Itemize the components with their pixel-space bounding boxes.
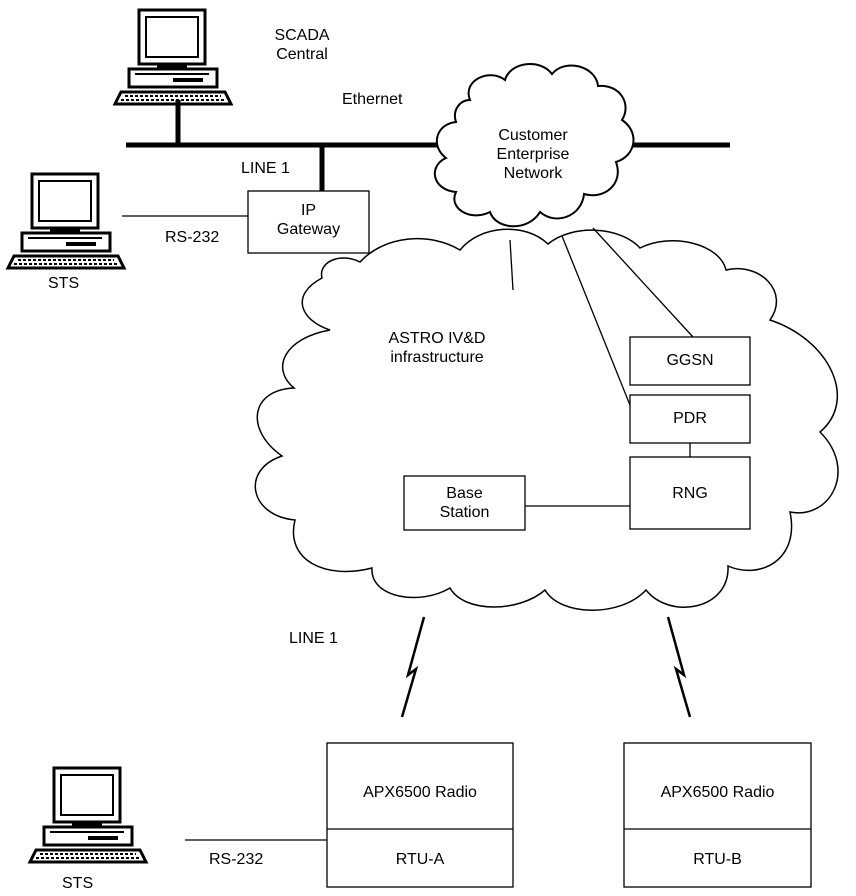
sts-bottom-computer-icon [28, 766, 148, 864]
sts-top-computer-icon [6, 172, 126, 270]
ip-gateway-label: IP Gateway [276, 202, 341, 238]
base-station-box [403, 475, 526, 531]
radio-a-box [326, 742, 514, 888]
ggsn-box [629, 336, 751, 386]
line1-top-label: LINE 1 [241, 160, 290, 177]
radio-link-b-icon [666, 615, 692, 719]
line1-bottom-label: LINE 1 [289, 630, 338, 647]
sts-top-label: STS [48, 275, 80, 292]
radio-link-a-icon [400, 615, 426, 719]
rng-label: RNG [672, 485, 708, 502]
rng-box [629, 456, 751, 530]
ethernet-label: Ethernet [342, 91, 403, 108]
astro-infrastructure-label: ASTRO IV&D infrastructure [388, 330, 486, 366]
radio-a-label: APX6500 Radio [363, 784, 477, 801]
link-enterprise-astro [509, 239, 514, 291]
link-enterprise-ggsn [592, 227, 694, 338]
rs232-top-label: RS-232 [165, 229, 220, 246]
sts-bottom-label: STS [62, 875, 94, 892]
enterprise-network-label: Customer Enterprise Network [496, 127, 570, 182]
scada-central-label: SCADA Central [274, 27, 330, 63]
rtu-a-label: RTU-A [395, 851, 445, 868]
base-station-label: Base Station [439, 485, 490, 521]
scada-computer-icon [113, 8, 233, 106]
radio-b-label: APX6500 Radio [660, 784, 775, 801]
link-enterprise-pdr [561, 235, 639, 426]
ggsn-label: GGSN [666, 352, 714, 369]
pdr-label: PDR [673, 410, 707, 427]
rs232-bottom-label: RS-232 [209, 851, 264, 868]
rtu-b-label: RTU-B [693, 851, 742, 868]
radio-b-box [623, 742, 812, 888]
enterprise-cloud [433, 62, 635, 228]
ip-gateway-box [247, 190, 370, 254]
